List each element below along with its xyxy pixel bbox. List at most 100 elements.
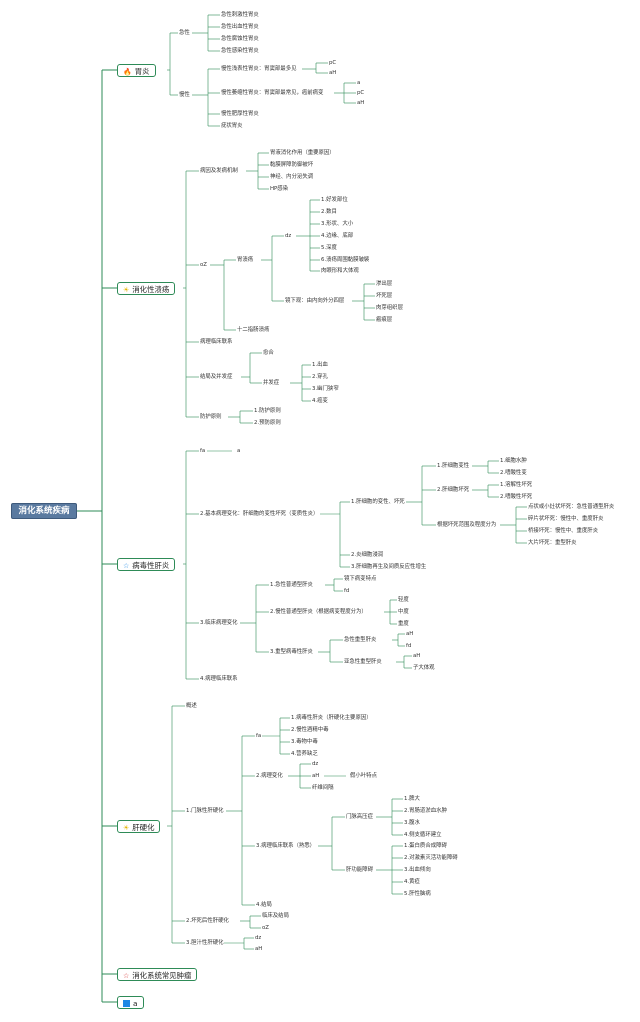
cirrhosis-aH-note[interactable]: 假小叶特点	[350, 773, 377, 779]
hepatitis-degeneration[interactable]: 1.肝细胞的变性、坏死	[351, 499, 405, 505]
topic-gastritis[interactable]: 🔥胃炎	[117, 64, 156, 77]
list-item[interactable]: 急性腐蚀性胃炎	[221, 36, 259, 42]
list-item[interactable]: 急性刺激性胃炎	[221, 12, 259, 18]
cirrhosis-portal[interactable]: 1.门脉性肝硬化	[186, 808, 224, 814]
list-item[interactable]: 肉眼形和大体观	[321, 268, 359, 274]
list-item[interactable]: 点状或小灶状坏死：急性普通型肝炎	[528, 504, 615, 510]
list-item[interactable]: 5.肝性脑病	[404, 891, 431, 897]
list-item[interactable]: 1.防护原则	[254, 408, 281, 414]
list-item[interactable]: 镜下病变特点	[344, 576, 377, 582]
list-item[interactable]: aH	[413, 653, 421, 659]
list-item[interactable]: oZ	[262, 925, 269, 931]
list-item[interactable]: 5.深度	[321, 245, 337, 251]
ulcer-oz[interactable]: oZ	[200, 262, 207, 268]
list-item[interactable]: 2.嗜酸性坏死	[500, 494, 533, 500]
list-item[interactable]: fd	[406, 643, 412, 649]
hepatitis-fa[interactable]: fa	[200, 448, 206, 454]
hepatitis-severe-sub[interactable]: 亚急性重型肝炎	[344, 659, 382, 665]
ulcer-pathogenesis[interactable]: 病因及发病机制	[200, 168, 238, 174]
list-item[interactable]: fd	[344, 588, 350, 594]
list-item[interactable]: 1.细胞水肿	[500, 458, 527, 464]
cirrhosis-overview[interactable]: 概述	[186, 703, 197, 709]
topic-a[interactable]: a	[117, 996, 144, 1009]
hepatitis-degen-b[interactable]: 2.肝细胞坏死	[437, 487, 470, 493]
list-item[interactable]: 4.边缘、底部	[321, 233, 354, 239]
list-item[interactable]: 2.数目	[321, 209, 337, 215]
ulcer-duodenal[interactable]: 十二指肠溃疡	[237, 327, 270, 333]
list-item[interactable]: pC	[329, 60, 337, 66]
list-item[interactable]: 疣状胃炎	[221, 123, 243, 129]
cirrhosis-fiber[interactable]: 纤维间隔	[312, 785, 334, 791]
ulcer-clinical[interactable]: 病理临床联系	[200, 339, 233, 345]
ulcer-prevention[interactable]: 防护原则	[200, 414, 222, 420]
list-item[interactable]: aH	[357, 100, 365, 106]
list-item[interactable]: 4.黄疸	[404, 879, 420, 885]
list-item[interactable]: 慢性萎缩性胃炎：胃窦部最常见，癌前病变	[221, 90, 324, 96]
list-item[interactable]: 桥接坏死：慢性中、重度肝炎	[528, 528, 599, 534]
gastritis-chronic[interactable]: 慢性	[179, 92, 190, 98]
topic-cirrhosis[interactable]: ☀肝硬化	[117, 820, 161, 833]
hepatitis-chronic[interactable]: 2.慢性普通型肝炎（根据病变程度分为）	[270, 609, 367, 615]
hepatitis-degen-a[interactable]: 1.肝细胞变性	[437, 463, 470, 469]
list-item[interactable]: 3.幽门狭窄	[312, 386, 339, 392]
cirrhosis-dz[interactable]: dz	[312, 761, 319, 767]
list-item[interactable]: 瘢痕层	[376, 317, 393, 323]
list-item[interactable]: aH	[255, 946, 263, 952]
topic-viral-hepatitis[interactable]: ☆病毒性肝炎	[117, 558, 176, 571]
list-item[interactable]: 1.出血	[312, 362, 328, 368]
list-item[interactable]: 3.形状、大小	[321, 221, 354, 227]
list-item[interactable]: 慢性肥厚性胃炎	[221, 111, 259, 117]
list-item[interactable]: 1.好发部位	[321, 197, 348, 203]
cirrhosis-fa[interactable]: fa	[256, 733, 262, 739]
list-item[interactable]: 2.嗜酸性变	[500, 470, 527, 476]
list-item[interactable]: a	[357, 80, 361, 86]
list-item[interactable]: HP感染	[270, 186, 289, 192]
list-item[interactable]: 黏膜屏障防御被坏	[270, 162, 314, 168]
list-item[interactable]: 1.脾大	[404, 796, 420, 802]
list-item[interactable]: 慢性浅表性胃炎：胃窦部最多见	[221, 66, 297, 72]
list-item[interactable]: 子大体观	[413, 665, 435, 671]
list-item[interactable]: 3.腹水	[404, 820, 420, 826]
list-item[interactable]: 临床及结局	[262, 913, 289, 919]
ulcer-dz[interactable]: dz	[285, 233, 292, 239]
list-item[interactable]: 4.癌变	[312, 398, 328, 404]
list-item[interactable]: 2.慢性酒精中毒	[291, 727, 329, 733]
list-item[interactable]: aH	[406, 631, 414, 637]
cirrhosis-outcome[interactable]: 4.结局	[256, 902, 272, 908]
cirrhosis-clinical[interactable]: 3.病理临床联系（熟悉）	[256, 843, 316, 849]
list-item[interactable]: 渗出层	[376, 281, 393, 287]
list-item[interactable]: 中度	[398, 609, 409, 615]
list-item[interactable]: 1.蛋白质合成障碍	[404, 843, 447, 849]
list-item[interactable]: 2.胃肠道淤血水肿	[404, 808, 447, 814]
hepatitis-severe-acute[interactable]: 急性重型肝炎	[344, 637, 377, 643]
list-item[interactable]: 6.溃疡周围黏膜皱襞	[321, 257, 370, 263]
cirrhosis-portal-hyp[interactable]: 门脉高压症	[346, 814, 373, 820]
topic-peptic-ulcer[interactable]: ☀消化性溃疡	[117, 282, 176, 295]
cirrhosis-path[interactable]: 2.病理变化	[256, 773, 283, 779]
ulcer-micro[interactable]: 镜下观：由内向外分四层	[285, 298, 345, 304]
list-item[interactable]: 2.预防原则	[254, 420, 281, 426]
topic-tumors[interactable]: ☆消化系统常见肿瘤	[117, 968, 198, 981]
list-item[interactable]: pC	[357, 90, 365, 96]
list-item[interactable]: 重度	[398, 621, 409, 627]
list-item[interactable]: dz	[255, 935, 262, 941]
list-item[interactable]: 胃液消化作用（重要原因）	[270, 150, 335, 156]
list-item[interactable]: 大片坏死：重型肝炎	[528, 540, 577, 546]
list-item[interactable]: 急性出血性胃炎	[221, 24, 259, 30]
list-item[interactable]: aH	[329, 70, 337, 76]
hepatitis-basic[interactable]: 2.基本病理变化：肝细胞的变性坏死（变质性炎）	[200, 511, 319, 517]
list-item[interactable]: 3.毒物中毒	[291, 739, 318, 745]
cirrhosis-liver-fail[interactable]: 肝功能障碍	[346, 867, 373, 873]
list-item[interactable]: 神经、内分泌失调	[270, 174, 314, 180]
list-item[interactable]: 肉芽组织层	[376, 305, 403, 311]
hepatitis-inflammation[interactable]: 2.炎细胞浸润	[351, 552, 384, 558]
list-item[interactable]: 1.病毒性肝炎（肝硬化主要原因）	[291, 715, 372, 721]
list-item[interactable]: 4.侧支循环建立	[404, 832, 442, 838]
hepatitis-fa-a[interactable]: a	[237, 448, 241, 454]
ulcer-heal[interactable]: 愈合	[263, 350, 274, 356]
hepatitis-range[interactable]: 根据坏死范围及程度分为	[437, 522, 497, 528]
hepatitis-regeneration[interactable]: 3.肝细胞再生及间质反应性增生	[351, 564, 427, 570]
hepatitis-relation[interactable]: 4.病理临床联系	[200, 676, 238, 682]
list-item[interactable]: 2.对激素灭活功能障碍	[404, 855, 458, 861]
list-item[interactable]: 1.溶解性坏死	[500, 482, 533, 488]
